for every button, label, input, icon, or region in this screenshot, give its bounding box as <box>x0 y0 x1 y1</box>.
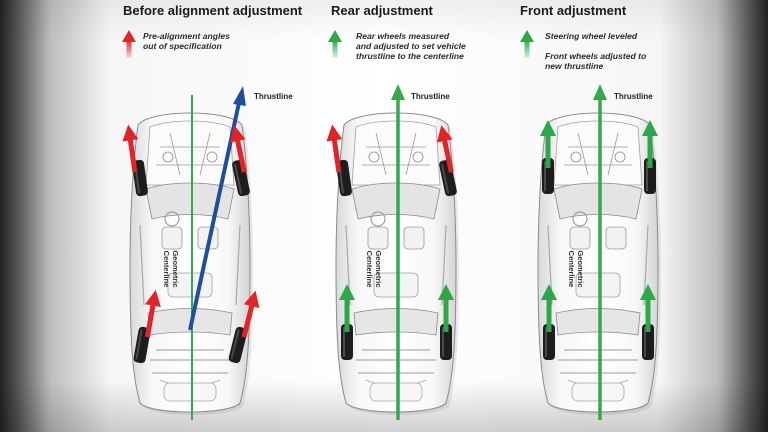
thrustline-centerline-front <box>593 84 607 420</box>
thrustline-label-front: Thrustline <box>614 92 653 101</box>
green-wheel-arrows-front <box>540 120 658 332</box>
panel-title-before: Before alignment adjustment <box>123 3 303 18</box>
panel-title-front: Front adjustment <box>520 3 627 18</box>
green-arrow-legend-icon <box>328 30 342 58</box>
thrustline-centerline-rear <box>391 84 405 420</box>
green-arrow-legend-icon <box>520 30 534 58</box>
note-steering-leveled: Steering wheel leveled <box>545 31 638 41</box>
wheel-arrows-rear-adjust <box>326 124 454 332</box>
panel-title-rear: Rear adjustment <box>331 3 433 18</box>
thrustline-label-before: Thrustline <box>254 92 293 101</box>
thrustline-label-rear: Thrustline <box>411 92 450 101</box>
red-arrow-legend-icon <box>122 30 136 58</box>
red-wheel-arrows-before <box>122 124 260 338</box>
